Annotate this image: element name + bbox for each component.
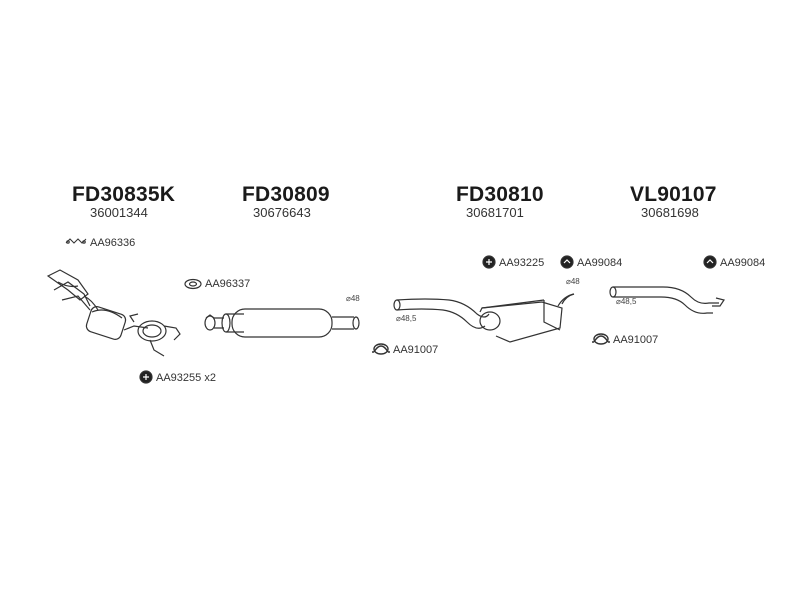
gasket-small-icon [65, 238, 87, 244]
group-title: VL90107 [630, 183, 717, 206]
group-code: 30681701 [466, 205, 524, 220]
part-label: AA93225 [499, 257, 545, 269]
rear-pipe-muffler-icon [393, 293, 575, 343]
gasket-ring-icon [184, 278, 202, 290]
part-label: AA93255 x2 [156, 372, 216, 384]
part-label: AA91007 [393, 344, 439, 356]
group-code: 30681698 [641, 205, 699, 220]
part-label: AA99084 [720, 257, 766, 269]
tail-pipe-icon [609, 286, 725, 314]
part-label: AA99084 [577, 257, 623, 269]
dimension-label: ⌀48,5 [396, 314, 417, 323]
part-label: AA91007 [613, 334, 659, 346]
group-code: 36001344 [90, 205, 148, 220]
dimension-label: ⌀48 [346, 294, 360, 303]
group-title: FD30809 [242, 183, 330, 206]
catalytic-converter-icon [46, 269, 181, 357]
dimension-label: ⌀48,5 [616, 297, 637, 306]
group-title: FD30810 [456, 183, 544, 206]
part-label: AA96337 [205, 278, 251, 290]
clamp-icon [372, 333, 610, 355]
dimension-label: ⌀48 [566, 277, 580, 286]
front-pipe-icon [204, 308, 360, 338]
part-label: AA96336 [90, 237, 136, 249]
mount-icon [139, 255, 717, 384]
group-title: FD30835K [72, 183, 176, 206]
group-code: 30676643 [253, 205, 311, 220]
